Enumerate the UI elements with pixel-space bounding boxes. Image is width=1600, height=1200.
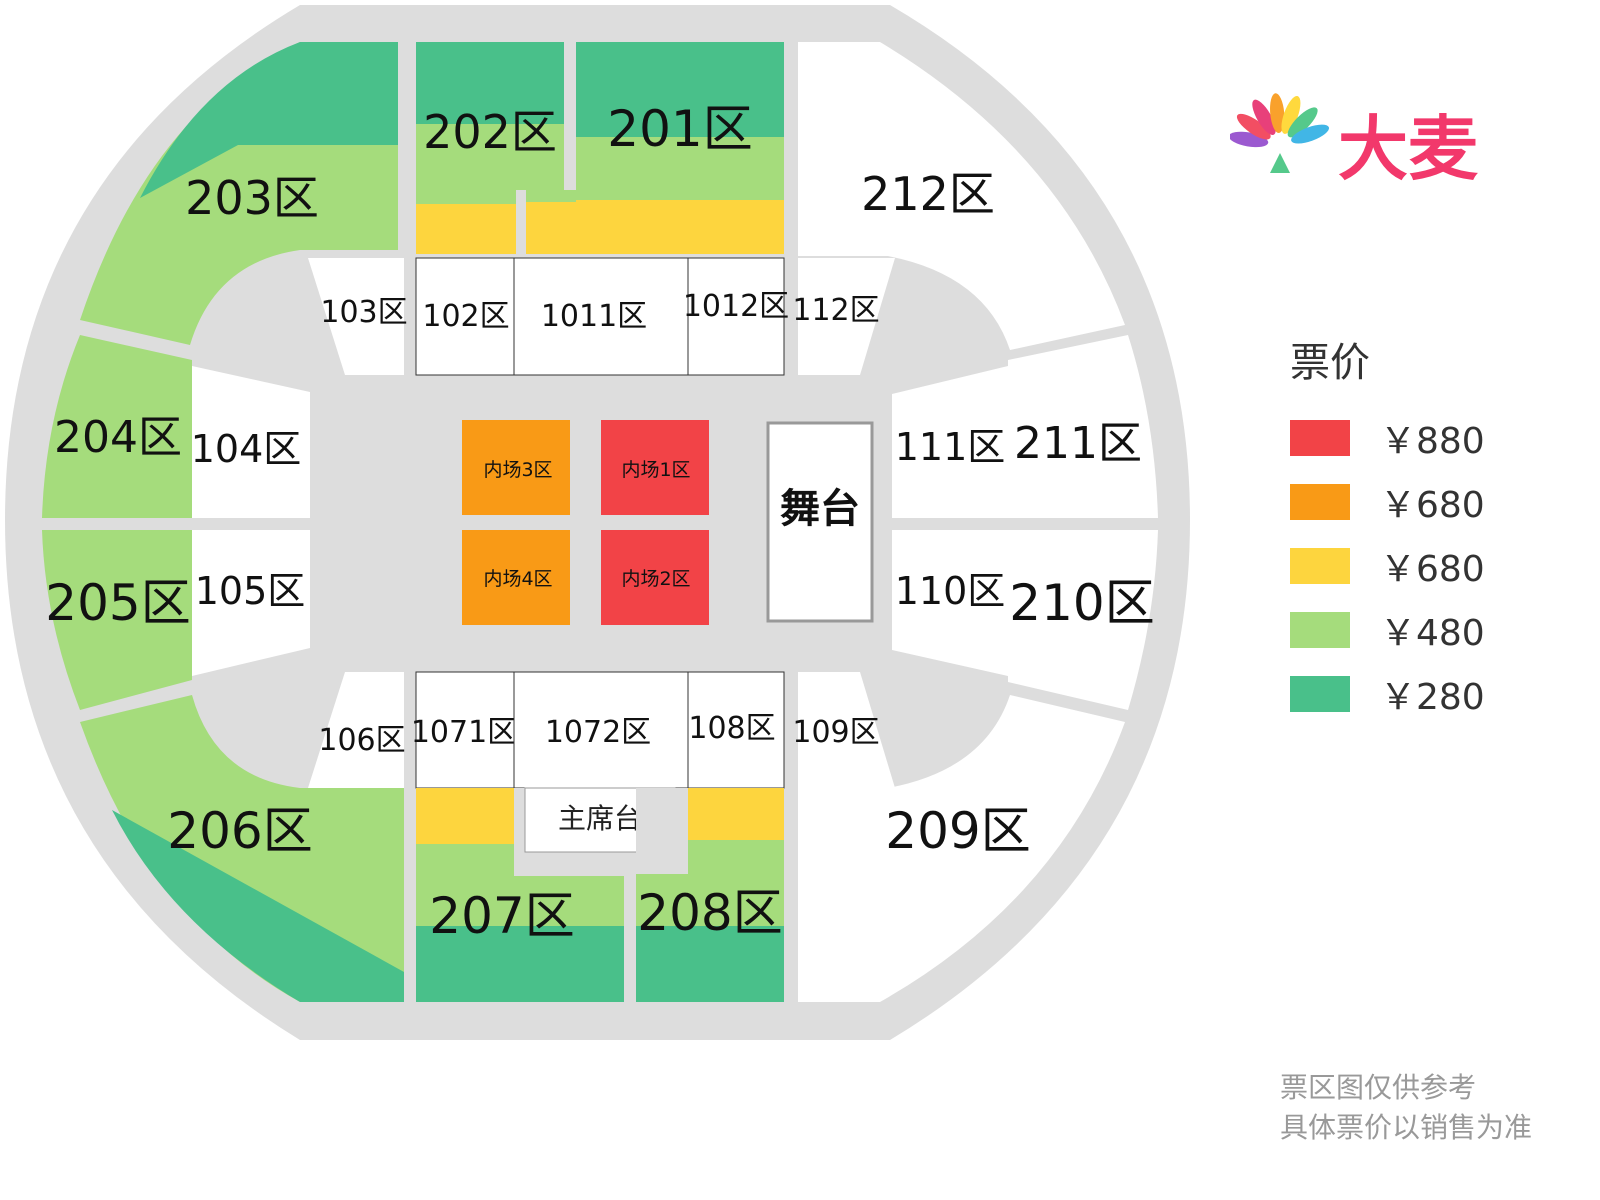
price-legend: 票价 ￥880 ￥680 ￥680 ￥480 ￥280 [1290,330,1485,726]
section-1071-label: 1071区 [411,715,517,750]
section-210[interactable]: 210区 [1008,530,1158,710]
inner-section-1[interactable]: 内场1区 [601,420,709,515]
section-105[interactable]: 105区 [192,530,310,676]
section-111[interactable]: 111区 [892,366,1008,518]
section-108[interactable]: 108区 [687,671,785,789]
section-1072-label: 1072区 [545,715,651,750]
vip-platform-label: 主席台 [558,802,642,835]
section-109[interactable]: 109区 [792,672,895,788]
disclaimer-line-2: 具体票价以销售为准 [1280,1111,1533,1144]
arena-outline [5,5,1190,1040]
legend-swatch [1290,612,1350,648]
section-205[interactable]: 205区 [42,530,192,710]
legend-price: ￥680 [1380,549,1485,590]
section-111-label: 111区 [895,425,1006,469]
section-210-label: 210区 [1009,574,1154,632]
seating-map: 203区 202区 201区 212区 103区 102区 1011区 1012… [5,5,1190,1040]
disclaimer-note: 票区图仅供参考 具体票价以销售为准 [1280,1068,1532,1148]
legend-title: 票价 [1290,340,1370,386]
legend-price: ￥880 [1380,421,1485,462]
section-205-label: 205区 [45,574,190,632]
section-1012-label: 1012区 [683,289,789,324]
section-211[interactable]: 211区 [1008,335,1158,518]
section-207-label: 207区 [429,887,574,945]
inner-section-2-label: 内场2区 [621,568,690,590]
section-209-label: 209区 [885,802,1030,860]
legend-price: ￥280 [1380,677,1485,718]
section-201-label: 201区 [607,100,752,158]
section-203[interactable]: 203区 [80,42,398,345]
section-208-label: 208区 [637,884,782,942]
section-202-label: 202区 [423,105,557,159]
section-106[interactable]: 106区 [308,672,406,788]
section-204[interactable]: 204区 [42,335,192,518]
section-103[interactable]: 103区 [308,258,408,375]
brand-logo: 大麦 [1230,85,1510,190]
section-102-label: 102区 [422,299,509,334]
section-110-label: 110区 [895,569,1006,613]
legend-item[interactable]: ￥280 [1290,662,1485,726]
inner-section-4-label: 内场4区 [483,568,552,590]
section-109-label: 109区 [792,715,879,750]
section-112[interactable]: 112区 [792,258,895,375]
section-212[interactable]: 212区 [798,42,1125,350]
section-104-label: 104区 [191,427,302,471]
section-1071[interactable]: 1071区 [411,671,517,789]
section-110[interactable]: 110区 [892,530,1008,676]
stage-label: 舞台 [780,486,860,532]
legend-swatch [1290,548,1350,584]
legend-swatch [1290,484,1350,520]
section-212-label: 212区 [861,167,995,221]
section-201[interactable]: 201区 [526,42,784,254]
section-112-label: 112区 [792,293,879,328]
inner-section-3[interactable]: 内场3区 [462,420,570,515]
inner-section-1-label: 内场1区 [621,459,690,481]
inner-section-2[interactable]: 内场2区 [601,530,709,625]
legend-swatch [1290,420,1350,456]
section-103-label: 103区 [320,295,407,330]
section-108-label: 108区 [688,711,775,746]
section-206[interactable]: 206区 [80,695,404,1002]
section-105-label: 105区 [195,569,306,613]
inner-section-4[interactable]: 内场4区 [462,530,570,625]
section-211-label: 211区 [1014,418,1142,469]
section-1072[interactable]: 1072区 [513,671,689,789]
disclaimer-line-1: 票区图仅供参考 [1280,1071,1477,1104]
stage: 舞台 [766,421,874,623]
legend-item[interactable]: ￥480 [1290,598,1485,662]
section-208[interactable]: 208区 [636,788,784,1002]
section-206-label: 206区 [167,802,312,860]
section-1011-label: 1011区 [541,299,647,334]
legend-swatch [1290,676,1350,712]
inner-section-3-label: 内场3区 [483,459,552,481]
section-1011[interactable]: 1011区 [513,257,689,376]
legend-item[interactable]: ￥680 [1290,534,1485,598]
section-106-label: 106区 [318,723,405,758]
section-209[interactable]: 209区 [798,695,1125,1002]
section-104[interactable]: 104区 [191,366,310,518]
brand-flower-icon [1230,93,1330,173]
legend-item[interactable]: ￥680 [1290,470,1485,534]
section-102[interactable]: 102区 [415,257,515,376]
section-204-label: 204区 [54,412,182,463]
legend-price: ￥480 [1380,613,1485,654]
legend-price: ￥680 [1380,485,1485,526]
legend-item[interactable]: ￥880 [1290,406,1485,470]
brand-name: 大麦 [1338,108,1478,190]
section-1012[interactable]: 1012区 [683,257,789,376]
section-203-label: 203区 [185,171,319,225]
